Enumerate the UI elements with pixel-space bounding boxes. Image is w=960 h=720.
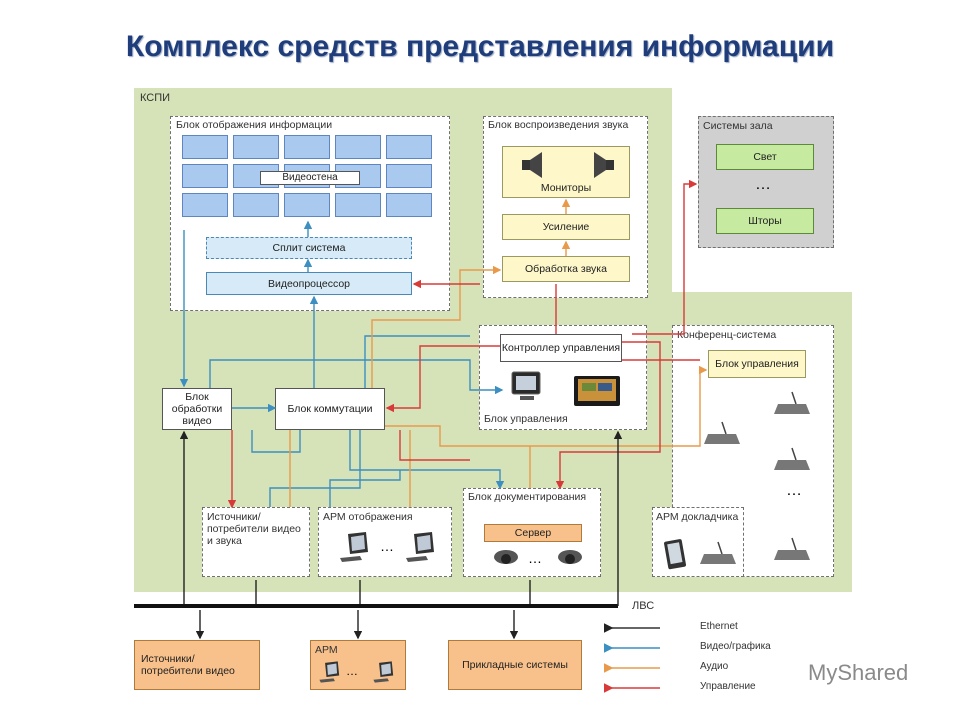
videowall-label: Видеостена xyxy=(260,171,360,185)
camera-icon xyxy=(558,550,582,564)
workstation-icon xyxy=(340,532,368,562)
legend-ethernet: Ethernet xyxy=(700,621,738,632)
tablet-icon xyxy=(664,539,686,570)
control-block-label: Блок управления xyxy=(484,413,568,425)
microphone-icon xyxy=(704,421,740,444)
speaker-left-icon xyxy=(522,152,542,178)
sources-av-label: Источники/ потребители видео и звука xyxy=(207,511,301,547)
curtains-box: Шторы xyxy=(716,208,814,234)
kspi-label: КСПИ xyxy=(140,92,171,104)
page-title: Комплекс средств представления информаци… xyxy=(125,30,835,63)
sound-processing-box: Обработка звука xyxy=(502,256,630,282)
hall-systems-label: Системы зала xyxy=(703,120,773,132)
arm-display-label: АРМ отображения xyxy=(323,511,413,523)
camera-icon xyxy=(494,550,518,564)
speaker-right-icon xyxy=(594,152,614,178)
watermark: MyShared xyxy=(808,660,909,685)
conference-control-box: Блок управления xyxy=(708,350,806,378)
external-arm-label: АРМ xyxy=(315,644,338,656)
switching-block: Блок коммутации xyxy=(275,388,385,430)
legend-control: Управление xyxy=(700,681,756,692)
light-box: Свет xyxy=(716,144,814,170)
microphone-icon xyxy=(700,541,736,564)
arm-display-dots: … xyxy=(380,538,394,554)
doc-block-label: Блок документирования xyxy=(468,491,587,503)
microphone-icon xyxy=(774,391,810,414)
microphone-icon xyxy=(774,537,810,560)
monitor-icon xyxy=(511,371,541,400)
external-sources-box: Источники/ потребители видео xyxy=(134,640,260,690)
controller-box: Контроллер управления xyxy=(500,334,622,362)
server-box: Сервер xyxy=(484,524,582,542)
workstation-icon xyxy=(406,532,434,562)
videowall: Видеостена xyxy=(182,135,438,221)
monitors-box: Мониторы xyxy=(502,146,630,198)
sound-block-label: Блок воспроизведения звука xyxy=(488,119,629,131)
touch-panel-icon xyxy=(574,376,620,406)
legend-audio: Аудио xyxy=(700,661,729,672)
legend-video: Видео/графика xyxy=(700,641,771,652)
conference-dots: … xyxy=(786,482,802,499)
workstation-icon xyxy=(319,661,340,683)
workstation-icon xyxy=(373,661,394,683)
hall-dots: … xyxy=(755,176,771,193)
videoprocessor: Видеопроцессор xyxy=(206,272,412,295)
video-processing-block: Блок обработки видео xyxy=(162,388,232,430)
applied-systems-box: Прикладные системы xyxy=(448,640,582,690)
lvs-label: ЛВС xyxy=(632,600,655,612)
split-system: Сплит система xyxy=(206,237,412,259)
amplification-box: Усиление xyxy=(502,214,630,240)
external-arm-dots: … xyxy=(346,664,358,678)
monitors-label: Мониторы xyxy=(540,182,592,194)
arm-speaker-label: АРМ докладчика xyxy=(656,511,739,523)
lvs-bus xyxy=(134,604,618,608)
conference-label: Конференц-система xyxy=(677,329,777,341)
display-block-label: Блок отображения информации xyxy=(176,119,333,131)
sources-av-block xyxy=(202,507,310,577)
doc-dots: … xyxy=(528,550,542,566)
microphone-icon xyxy=(774,447,810,470)
